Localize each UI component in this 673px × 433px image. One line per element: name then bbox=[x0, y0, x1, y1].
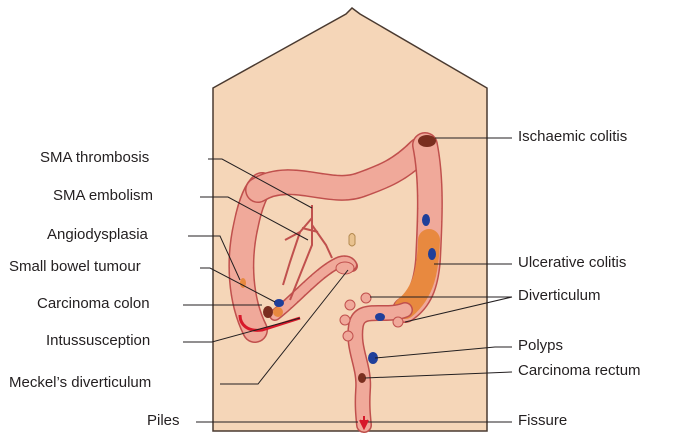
diverticulum-lesion bbox=[375, 313, 385, 321]
label-ischaemic-colitis: Ischaemic colitis bbox=[518, 128, 627, 146]
carcinoma-colon-lesion bbox=[263, 306, 273, 318]
diverticulum-bump bbox=[345, 300, 355, 310]
label-meckels-diverticulum: Meckel’s diverticulum bbox=[9, 374, 151, 392]
label-intussusception: Intussusception bbox=[46, 332, 150, 350]
label-carcinoma-colon: Carcinoma colon bbox=[37, 295, 150, 313]
diverticulum-bump bbox=[343, 331, 353, 341]
label-polyps: Polyps bbox=[518, 337, 563, 355]
small-bowel-tumour-lesion bbox=[274, 299, 284, 307]
ulcerative-lesion bbox=[422, 214, 430, 226]
label-sma-thrombosis: SMA thrombosis bbox=[40, 149, 149, 167]
label-diverticulum: Diverticulum bbox=[518, 287, 601, 305]
carcinoma-colon-mass bbox=[273, 307, 283, 317]
label-fissure: Fissure bbox=[518, 412, 567, 430]
label-piles: Piles bbox=[147, 412, 180, 430]
label-ulcerative-colitis: Ulcerative colitis bbox=[518, 254, 626, 272]
label-small-bowel-tumour: Small bowel tumour bbox=[9, 258, 141, 276]
label-sma-embolism: SMA embolism bbox=[53, 187, 153, 205]
meckels-diverticulum-pouch bbox=[336, 262, 354, 274]
ulcerative-lesion bbox=[428, 248, 436, 260]
label-angiodysplasia: Angiodysplasia bbox=[47, 226, 148, 244]
diverticulum-bump bbox=[393, 317, 403, 327]
diverticulum-bump bbox=[340, 315, 350, 325]
label-carcinoma-rectum: Carcinoma rectum bbox=[518, 362, 641, 380]
carcinoma-rectum-lesion bbox=[358, 373, 366, 383]
umbilicus bbox=[349, 234, 355, 247]
ischaemic-colitis-lesion bbox=[418, 135, 436, 147]
diverticulum-bump bbox=[361, 293, 371, 303]
